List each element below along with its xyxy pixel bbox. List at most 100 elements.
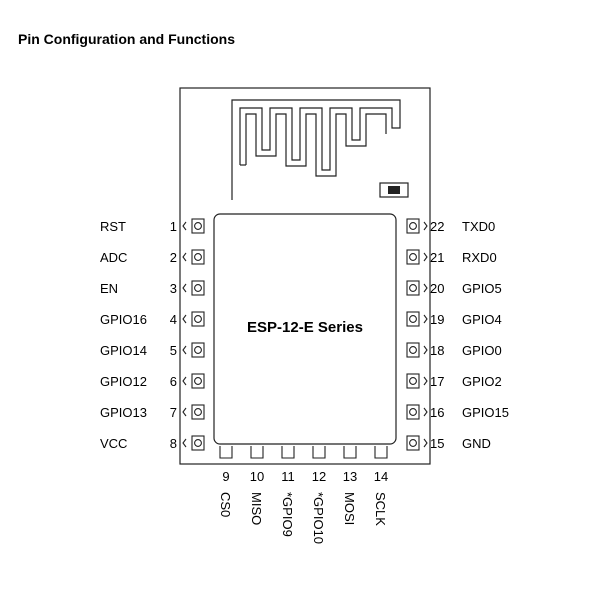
bottom-pin-14-label: SCLK [373,492,388,526]
right-pin-15-bracket [423,438,428,448]
bottom-pin-9-number: 9 [222,469,229,484]
right-pin-17-pad [406,373,420,389]
bottom-pin-13-label: MOSI [342,492,357,525]
right-pin-22-number: 22 [430,219,444,234]
left-pin-7-hole [194,408,202,416]
right-pin-18-bracket [423,345,428,355]
left-pin-1-bracket [182,221,187,231]
right-pin-16-pad [406,404,420,420]
right-pin-20-hole [409,284,417,292]
right-pin-16-number: 16 [430,405,444,420]
chip-label: ESP-12-E Series [247,319,363,336]
right-pin-21-pad [406,249,420,265]
left-pin-1-label: RST [100,219,126,234]
right-pin-16-bracket [423,407,428,417]
right-pin-19-hole [409,315,417,323]
right-pin-19-bracket [423,314,428,324]
left-pin-2-pad [191,249,205,265]
pins-layer: 1RST2ADC3EN4GPIO165GPIO146GPIO127GPIO138… [100,218,509,544]
left-pin-6-bracket [182,376,187,386]
right-pin-15-number: 15 [430,436,444,451]
left-pin-6-hole [194,377,202,385]
right-pin-15-hole [409,439,417,447]
left-pin-5-number: 5 [170,343,177,358]
left-pin-4-pad [191,311,205,327]
left-pin-3-number: 3 [170,281,177,296]
left-pin-6-label: GPIO12 [100,374,147,389]
bottom-pin-9-label: CS0 [218,492,233,517]
bottom-pin-12-label: *GPIO10 [311,492,326,544]
left-pin-3-label: EN [100,281,118,296]
right-pin-18-label: GPIO0 [462,343,502,358]
right-pin-19-label: GPIO4 [462,312,502,327]
left-pin-7-pad [191,404,205,420]
right-pin-21-bracket [423,252,428,262]
left-pin-8-number: 8 [170,436,177,451]
right-pin-17-bracket [423,376,428,386]
left-pin-4-hole [194,315,202,323]
left-pin-5-bracket [182,345,187,355]
left-pin-5-hole [194,346,202,354]
right-pin-21-hole [409,253,417,261]
right-pin-20-number: 20 [430,281,444,296]
bottom-pin-12-number: 12 [312,469,326,484]
bottom-pin-13-pad [343,446,357,459]
bottom-pin-11-label: *GPIO9 [280,492,295,537]
left-pin-2-hole [194,253,202,261]
right-pin-22-hole [409,222,417,230]
bottom-pin-13-number: 13 [343,469,357,484]
right-pin-17-number: 17 [430,374,444,389]
left-pin-8-pad [191,435,205,451]
right-pin-15-pad [406,435,420,451]
right-pin-19-pad [406,311,420,327]
bottom-pin-10-pad [250,446,264,459]
right-pin-22-pad [406,218,420,234]
smd-component [379,182,409,198]
right-pin-16-label: GPIO15 [462,405,509,420]
left-pin-8-bracket [182,438,187,448]
right-pin-22-bracket [423,221,428,231]
left-pin-2-number: 2 [170,250,177,265]
bottom-pin-14-number: 14 [374,469,388,484]
left-pin-2-bracket [182,252,187,262]
antenna-trace [231,99,401,200]
bottom-pin-12-pad [312,446,326,459]
right-pin-16-hole [409,408,417,416]
bottom-pin-14-pad [374,446,388,459]
left-pin-7-bracket [182,407,187,417]
right-pin-20-label: GPIO5 [462,281,502,296]
left-pin-4-number: 4 [170,312,177,327]
left-pin-6-number: 6 [170,374,177,389]
left-pin-3-hole [194,284,202,292]
left-pin-8-label: VCC [100,436,127,451]
module-outline [179,87,431,465]
bottom-pin-10-number: 10 [250,469,264,484]
right-pin-15-label: GND [462,436,491,451]
right-pin-18-pad [406,342,420,358]
right-pin-18-hole [409,346,417,354]
left-pin-1-number: 1 [170,219,177,234]
right-pin-21-label: RXD0 [462,250,497,265]
right-pin-18-number: 18 [430,343,444,358]
left-pin-5-pad [191,342,205,358]
right-pin-17-hole [409,377,417,385]
left-pin-7-number: 7 [170,405,177,420]
page-title: Pin Configuration and Functions [18,31,235,47]
bottom-pin-11-pad [281,446,295,459]
left-pin-1-hole [194,222,202,230]
shield-can [213,213,397,445]
right-pin-19-number: 19 [430,312,444,327]
right-pin-22-label: TXD0 [462,219,495,234]
left-pin-6-pad [191,373,205,389]
left-pin-7-label: GPIO13 [100,405,147,420]
left-pin-3-pad [191,280,205,296]
left-pin-8-hole [194,439,202,447]
left-pin-4-bracket [182,314,187,324]
right-pin-17-label: GPIO2 [462,374,502,389]
right-pin-20-bracket [423,283,428,293]
left-pin-5-label: GPIO14 [100,343,147,358]
bottom-pin-11-number: 11 [281,469,295,484]
left-pin-2-label: ADC [100,250,127,265]
right-pin-21-number: 21 [430,250,444,265]
